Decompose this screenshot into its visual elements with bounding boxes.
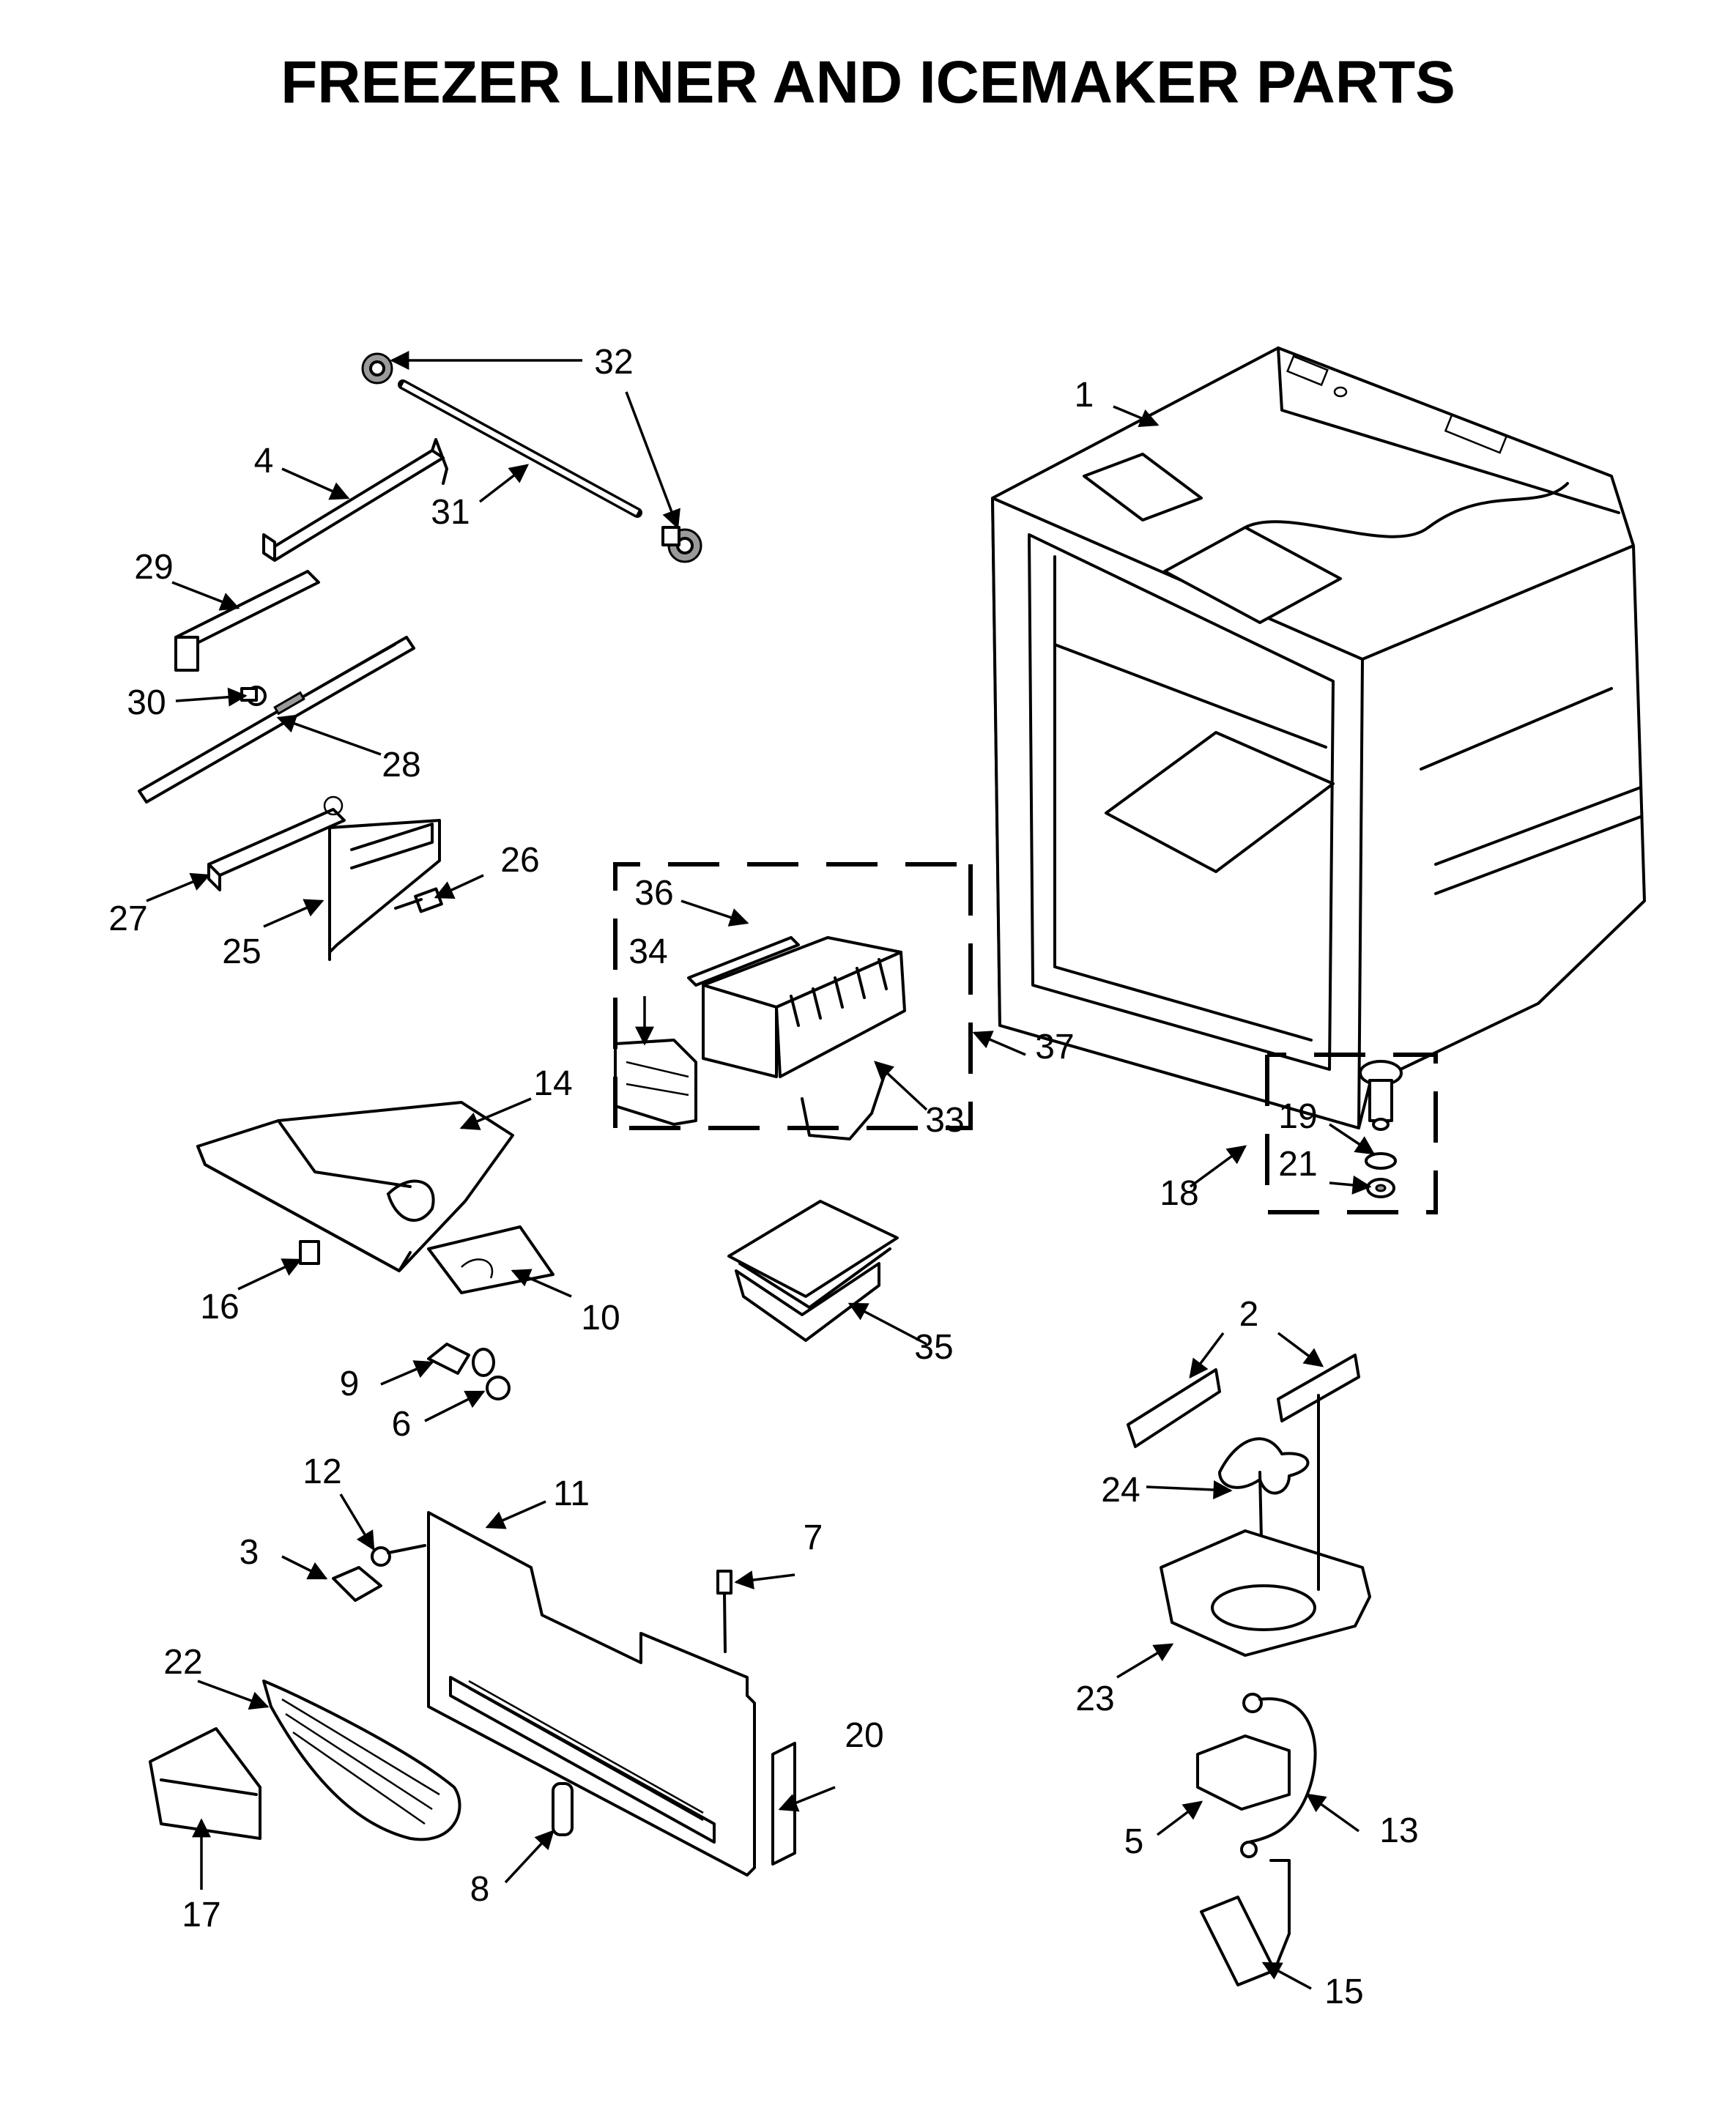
callout-27: 27 bbox=[108, 899, 147, 938]
callout-23: 23 bbox=[1075, 1680, 1114, 1718]
callout-20: 20 bbox=[845, 1716, 883, 1755]
callout-17: 17 bbox=[182, 1896, 220, 1934]
part-thermistor bbox=[552, 1570, 732, 1836]
callout-35: 35 bbox=[914, 1328, 953, 1367]
callout-2: 2 bbox=[1239, 1295, 1259, 1334]
part-slide-cover bbox=[207, 795, 346, 891]
callout-4: 4 bbox=[254, 442, 274, 480]
callout-37: 37 bbox=[1035, 1028, 1074, 1066]
callout-29: 29 bbox=[134, 548, 173, 587]
part-freezer-liner bbox=[991, 346, 1646, 1129]
part-drawer-slide bbox=[138, 636, 415, 804]
callout-31: 31 bbox=[431, 493, 470, 532]
callout-28: 28 bbox=[382, 746, 420, 784]
part-rear-panel bbox=[427, 1511, 796, 1877]
callout-8: 8 bbox=[470, 1870, 490, 1909]
part-fan-assembly bbox=[1127, 1354, 1371, 1657]
part-rail bbox=[262, 438, 448, 562]
part-shaft-and-gears bbox=[361, 352, 702, 563]
part-lamp-socket bbox=[427, 1343, 511, 1400]
callout-14: 14 bbox=[533, 1064, 572, 1103]
callout-24: 24 bbox=[1101, 1471, 1140, 1510]
callout-6: 6 bbox=[392, 1405, 412, 1444]
callout-21: 21 bbox=[1278, 1145, 1317, 1184]
callout-7: 7 bbox=[804, 1518, 823, 1557]
callout-25: 25 bbox=[222, 932, 261, 971]
callout-22: 22 bbox=[163, 1643, 202, 1682]
callout-13: 13 bbox=[1379, 1811, 1418, 1850]
group-box-valve bbox=[1265, 1053, 1438, 1214]
callout-16: 16 bbox=[200, 1288, 239, 1326]
part-ice-bin bbox=[196, 1101, 554, 1294]
part-mounting-bracket bbox=[328, 819, 443, 961]
callout-26: 26 bbox=[500, 841, 539, 880]
callout-12: 12 bbox=[303, 1452, 341, 1491]
part-damper-screw bbox=[332, 1544, 426, 1602]
callout-15: 15 bbox=[1324, 1973, 1363, 2011]
callout-10: 10 bbox=[581, 1299, 620, 1337]
part-icemaker bbox=[614, 936, 906, 1140]
callout-18: 18 bbox=[1160, 1174, 1198, 1213]
callout-33: 33 bbox=[925, 1101, 964, 1140]
callout-1: 1 bbox=[1075, 376, 1094, 415]
callout-9: 9 bbox=[340, 1365, 360, 1403]
callout-32: 32 bbox=[594, 343, 633, 382]
callout-5: 5 bbox=[1124, 1822, 1144, 1861]
callout-labels: 1 2 3 4 5 6 7 8 9 10 11 12 13 14 15 16 1… bbox=[108, 343, 1418, 2011]
callout-19: 19 bbox=[1278, 1097, 1317, 1136]
part-valve bbox=[1359, 1060, 1403, 1198]
callout-11: 11 bbox=[553, 1474, 590, 1513]
leaders bbox=[146, 351, 1376, 1990]
callout-30: 30 bbox=[127, 683, 166, 722]
part-storage-container bbox=[727, 1200, 899, 1342]
diagram-title: FREEZER LINER AND ICEMAKER PARTS bbox=[281, 49, 1455, 116]
callout-3: 3 bbox=[240, 1533, 259, 1572]
callout-36: 36 bbox=[634, 874, 673, 913]
part-air-diffuser bbox=[149, 1680, 461, 1841]
group-box-icemaker bbox=[613, 862, 973, 1130]
callout-34: 34 bbox=[628, 932, 667, 971]
part-slide-bracket bbox=[174, 570, 320, 706]
part-fan-motor bbox=[1196, 1693, 1317, 1986]
